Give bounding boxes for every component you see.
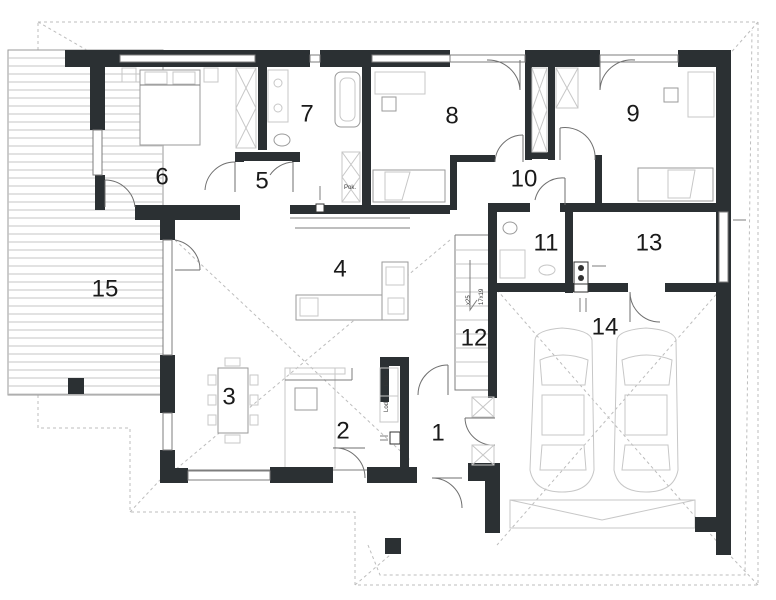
wardrobe: [235, 67, 257, 149]
doors: [104, 59, 661, 509]
room-number-11: 11: [534, 229, 559, 256]
garage-door: [509, 499, 696, 529]
stairs-label-b: x25: [466, 295, 472, 305]
room-number-6: 6: [155, 163, 168, 190]
bed-room-9: [637, 167, 714, 202]
terrace: [7, 49, 164, 396]
chair-room-8: [381, 96, 397, 112]
room-number-5: 5: [255, 167, 268, 194]
walls: [65, 50, 731, 555]
room-number-13: 13: [636, 229, 663, 256]
terrace-pillar: [68, 378, 84, 394]
room-number-12: 12: [461, 324, 488, 351]
desk-room-8: [374, 71, 426, 95]
car-right: [613, 327, 679, 493]
room-number-2: 2: [336, 417, 349, 444]
label-lod: Lod.: [384, 400, 390, 412]
room-number-4: 4: [333, 255, 346, 282]
room-number-9: 9: [626, 100, 639, 127]
room-number-8: 8: [445, 102, 458, 129]
room-number-1: 1: [431, 419, 444, 446]
room-number-10: 10: [511, 165, 538, 192]
chair-room-9: [663, 87, 679, 103]
stairs-label-a: 17x19: [479, 288, 485, 305]
double-bed: [139, 69, 201, 146]
room-number-7: 7: [300, 100, 313, 127]
toilet: [273, 133, 291, 147]
furniture: Pok.: [121, 67, 746, 493]
double-sink: [267, 69, 289, 123]
room-labels: 1 2 3 4 5 6 7 8 9 10 11 12 13 14 15: [92, 100, 663, 446]
desk-room-9: [687, 71, 715, 118]
bathtub: [334, 71, 361, 128]
shower-room-11: [499, 249, 526, 279]
windows: [92, 54, 729, 481]
label-pok-kitchen: Pok.: [384, 374, 390, 386]
vent-symbol: [315, 203, 325, 213]
label-pok-bath: Pok.: [344, 185, 356, 191]
room-number-15: 15: [92, 275, 119, 302]
toilet-room-11: [502, 221, 518, 235]
car-left: [529, 327, 595, 493]
room-number-14: 14: [592, 313, 619, 340]
room-number-3: 3: [222, 383, 235, 410]
kitchen-counter: [284, 367, 336, 469]
kitchen-sink: [294, 387, 318, 411]
dining-table: [217, 367, 249, 434]
